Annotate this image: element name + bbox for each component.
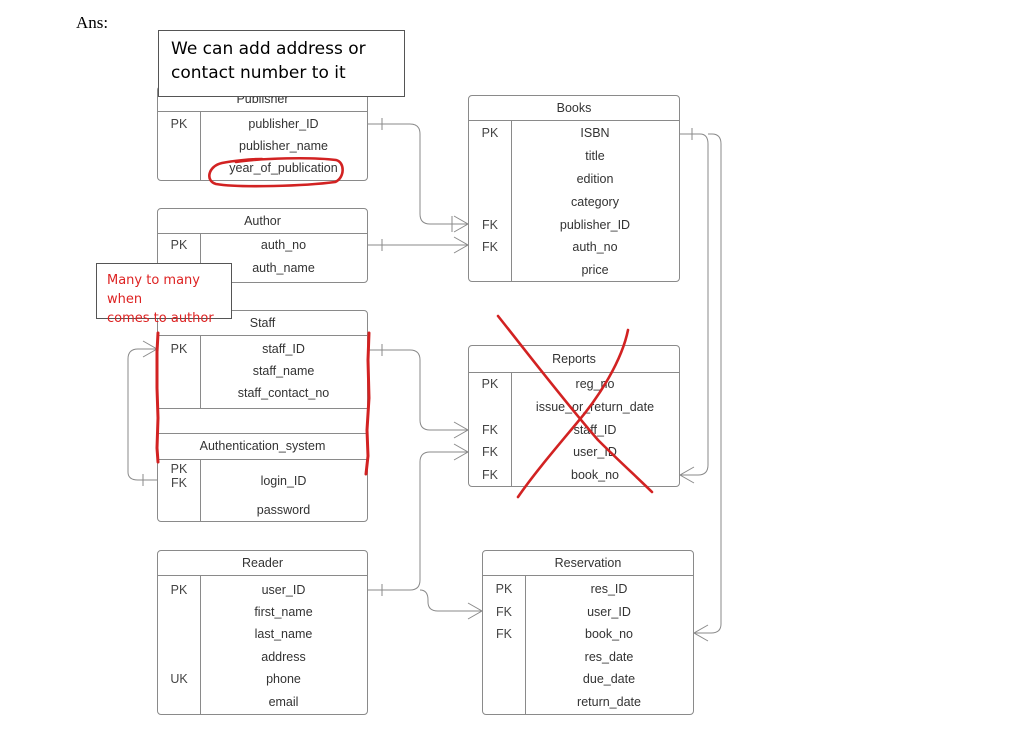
note-line: We can add address or [171,39,366,59]
field-label: staff_contact_no [237,386,330,400]
cross-mark-stroke-1 [496,314,654,494]
field-label: user_ID [261,583,306,597]
key-label: FK [171,476,187,490]
answer-label: Ans: [76,13,109,32]
field-label: book_no [571,468,619,482]
field-label: title [585,149,605,163]
field-label: user_ID [587,605,631,619]
entity-title: Author [158,209,367,234]
field-label: return_date [577,695,641,709]
key-label: FK [482,468,498,482]
field-label: phone [266,672,301,686]
rel-staff-auth [127,348,157,481]
key-label: PK [495,582,513,596]
key-label: FK [482,218,498,232]
entity-title: Books [469,96,679,121]
field-label: email [268,695,299,709]
key-label: PK [481,126,499,140]
field-label: reg_no [575,377,615,391]
rel-reader-reservation [419,589,482,612]
entity-title: Reservation [483,551,693,576]
field-label: login_ID [260,474,307,488]
auth-system-title: Authentication_system [158,433,367,460]
rel-books-reports [680,133,709,476]
field-label: staff_ID [262,342,305,356]
key-label: PK [170,238,188,252]
entity-title: Staff [158,311,367,336]
field-label: address [261,650,306,664]
bracket-mark-right [364,331,371,476]
field-label: first_name [254,605,313,619]
entity-staff: Staff PK staff_ID staff_name staff_contac… [157,310,368,522]
entity-title: Reports [469,346,679,373]
field-label: staff_name [252,364,315,378]
key-label: PK [170,462,188,476]
field-label: price [581,263,609,277]
rel-publisher-books [368,123,468,225]
key-label: FK [482,445,498,459]
key-label: FK [496,605,512,619]
circle-mark-year-of-publication [208,156,344,188]
entity-books: Books PK ISBN title edition category FK pu… [468,95,680,282]
field-label: staff_ID [573,423,617,437]
note-line: comes to author [107,311,214,326]
field-label: ISBN [580,126,610,140]
field-label: category [571,195,619,209]
note-add-contact: We can add address or contact number to … [158,30,405,97]
field-label: due_date [582,672,636,686]
key-label: PK [170,117,188,131]
entity-title: Reader [158,551,367,576]
key-label: PK [170,342,188,356]
field-label: publisher_name [239,139,328,153]
bracket-mark-left [155,331,160,464]
key-label: FK [496,627,512,641]
entity-reservation: Reservation PK res_ID FK user_ID FK book_no… [482,550,694,715]
rel-reader-reports [368,451,468,591]
key-label: PK [170,583,188,597]
field-label: res_date [584,650,634,664]
field-label: publisher_ID [248,117,319,131]
note-line: contact number to it [171,63,346,83]
field-label: issue_or_return_date [535,400,655,414]
entity-reader: Reader PK user_ID first_name last_name ad… [157,550,368,715]
field-label: last_name [254,627,313,641]
note-many-to-many: Many to many when comes to author [96,263,232,326]
field-label: auth_no [260,238,307,252]
field-label: auth_name [252,261,315,275]
key-label: PK [481,377,499,391]
note-line: Many to many when [107,273,200,307]
field-label: year_of_publication [229,161,338,175]
field-label: res_ID [590,582,628,596]
key-label: FK [482,240,498,254]
rel-staff-reports [368,349,468,431]
field-label: password [256,503,311,517]
entity-reports: Reports PK reg_no issue_or_return_date FK… [468,345,680,487]
field-label: auth_no [572,240,618,254]
field-label: book_no [585,627,633,641]
key-label: FK [482,423,498,437]
rel-books-reservation [694,133,722,634]
field-label: edition [576,172,614,186]
field-label: publisher_ID [559,218,631,232]
cross-mark-stroke-2 [516,328,630,499]
key-label: UK [170,672,188,686]
